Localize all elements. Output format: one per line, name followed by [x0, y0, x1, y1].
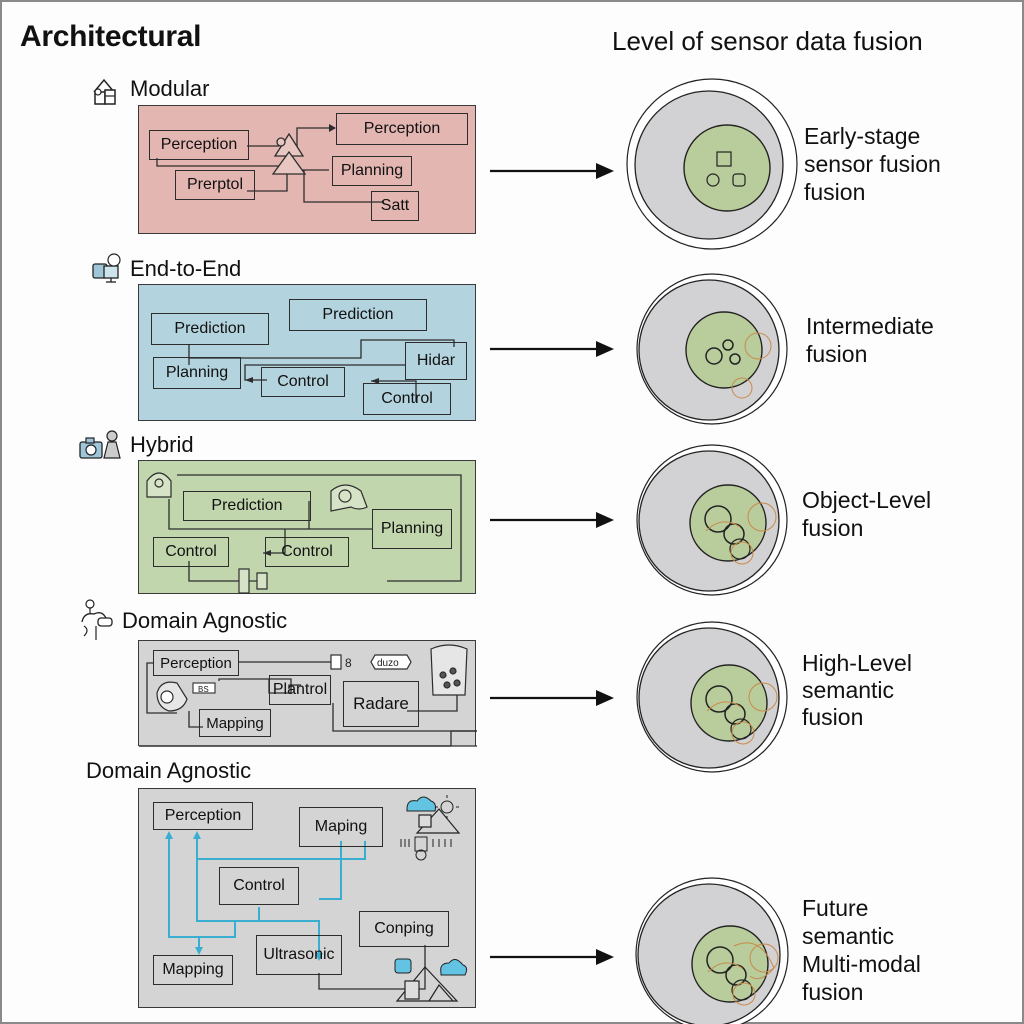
fusion-label-object-level: Object-Level fusion: [802, 486, 931, 542]
box-control: Control: [219, 867, 299, 905]
mountain-icon-2: [395, 966, 459, 1002]
fusion-label-line: High-Level: [802, 650, 912, 676]
section-domain-agnostic-title: Domain Agnostic: [80, 598, 287, 644]
hybrid-panel: Prediction Planning Control Control: [138, 460, 476, 594]
house-icon: [93, 78, 116, 105]
section-domain-agnostic-2-title: Domain Agnostic: [86, 758, 251, 784]
modular-panel: Perception Prerptol Perception Planning …: [138, 105, 476, 234]
cloud-icon: [406, 796, 436, 812]
section-label: Modular: [130, 76, 210, 101]
small-badge-icon: [192, 682, 216, 694]
domain-agnostic-2-panel: Perception Maping Control Conping Ultras…: [138, 788, 476, 1008]
box-planning: Planning: [372, 509, 452, 549]
box-control: Control: [261, 367, 345, 397]
box-plantrol: Plantrol: [269, 675, 331, 705]
computer-icon: [92, 253, 121, 283]
box-prediction: Prediction: [183, 491, 311, 521]
section-label: End-to-End: [130, 256, 242, 281]
fusion-label-line: Intermediate: [806, 313, 934, 339]
box-control-2: Control: [363, 383, 451, 415]
box-perception-2: Perception: [336, 113, 468, 145]
box-ultrasonic: Ultrasonic: [256, 935, 342, 975]
box-perception: Perception: [149, 130, 249, 160]
fusion-label-line: Future: [802, 895, 869, 921]
tree-icon: [271, 132, 307, 175]
box-control: Control: [153, 537, 229, 567]
box-prediction-2: Prediction: [289, 299, 427, 331]
fusion-label-line: Object-Level: [802, 487, 932, 513]
architectural-title: Architectural: [20, 20, 202, 53]
plug-icon: [238, 568, 268, 594]
camera-pawn-icon: [79, 430, 121, 459]
domain-agnostic-panel: 8 duzo BS Perception Plantrol Radare Map…: [138, 640, 477, 747]
fusion-label-line: fusion: [802, 704, 864, 730]
box-hidar: Hidar: [405, 342, 467, 380]
box-control-2: Control: [265, 537, 349, 567]
section-label: Hybrid: [130, 432, 194, 457]
fusion-label-early: Early-stage sensor fusion fusion: [804, 122, 941, 206]
circuit-icon: [400, 836, 452, 861]
box-conping: Conping: [359, 911, 449, 947]
fusion-label-future: Future semantic Multi-modal fusion: [802, 894, 921, 1006]
fusion-label-line: fusion: [806, 341, 868, 367]
end-to-end-panel: Prediction Planning Prediction Hidar Con…: [138, 284, 476, 421]
fusion-label-high-level: High-Level semantic fusion: [802, 650, 912, 731]
fusion-label-line: semantic: [802, 677, 895, 703]
fusion-label-line: fusion: [804, 179, 866, 205]
box-mapping: Mapping: [153, 955, 233, 985]
box-prediction: Prediction: [151, 313, 269, 345]
sun-icon: [435, 795, 459, 819]
mountain-icon: [415, 808, 461, 834]
gear-camera-icon: [156, 681, 188, 712]
box-maping: Maping: [299, 807, 383, 847]
box-planning: Planning: [153, 357, 241, 389]
device-icon: [330, 654, 342, 670]
section-label: Domain Agnostic: [86, 758, 252, 783]
box-perception: Perception: [153, 650, 239, 676]
small-label: BS: [198, 685, 209, 694]
section-label: Domain Agnostic: [122, 608, 288, 633]
section-end-to-end-title: End-to-End: [90, 252, 241, 286]
box-perception: Perception: [153, 802, 253, 830]
fusion-title: Level of sensor data fusion: [612, 26, 923, 56]
fusion-label-intermediate: Intermediate fusion: [806, 312, 934, 368]
snail-icon: [330, 484, 368, 512]
cloud-sensor-icon: [81, 599, 113, 640]
cloud-icon-2: [440, 959, 468, 976]
dome-sensor-icon: [146, 472, 172, 498]
fusion-label-line: fusion: [802, 979, 864, 1005]
box-mapping: Mapping: [199, 709, 271, 737]
box-planning: Planning: [332, 156, 412, 186]
fusion-label-line: Early-stage: [804, 123, 921, 149]
fusion-label-line: fusion: [802, 515, 864, 541]
section-modular-title: Modular: [90, 72, 209, 106]
small-label: 8: [345, 656, 352, 670]
small-label: duzo: [377, 658, 399, 669]
box-radare: Radare: [343, 681, 419, 727]
fusion-label-line: sensor fusion: [804, 151, 941, 177]
section-hybrid-title: Hybrid: [78, 428, 194, 462]
bucket-icon: [430, 644, 468, 696]
small-device-icon: [394, 958, 412, 974]
box-prerptol: Prerptol: [175, 170, 255, 200]
badge-icon: [370, 654, 412, 670]
fusion-label-line: semantic: [802, 923, 895, 949]
fusion-label-line: Multi-modal: [802, 951, 921, 977]
box-satt: Satt: [371, 191, 419, 221]
